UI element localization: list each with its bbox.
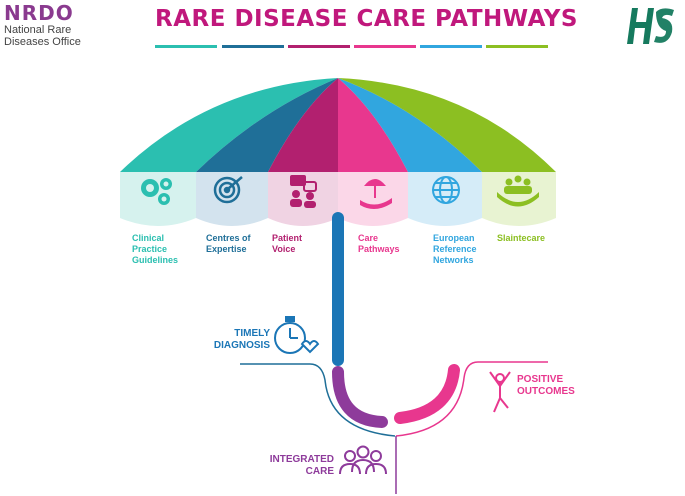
speech-people-icon: [290, 175, 317, 208]
target-icon: [213, 176, 243, 204]
page-title: RARE DISEASE CARE PATHWAYS: [155, 6, 578, 32]
connector-timely: [240, 363, 396, 437]
nrdo-logo: NRDO National Rare Diseases Office: [4, 2, 81, 48]
hands-people-icon: [497, 175, 539, 207]
segment-label-ern: European Reference Networks: [433, 233, 477, 265]
integrated-care-label: INTEGRATED CARE: [269, 454, 334, 477]
segment-label-patient-voice: Patient Voice: [272, 233, 303, 254]
canopy-pink: [338, 78, 408, 172]
underline-green: [486, 45, 548, 48]
underline-pink: [354, 45, 416, 48]
segment-label-centres: Centres of Expertise: [206, 233, 251, 254]
stopwatch-icon: [274, 316, 320, 354]
canopy-blue: [196, 78, 338, 172]
panel-pink: [338, 172, 408, 226]
timely-diagnosis-label: TIMELY DIAGNOSIS: [213, 328, 270, 351]
logo-line-2: Diseases Office: [4, 36, 81, 48]
segment-label-care-pathways: Care Pathways: [358, 233, 400, 254]
underline-teal: [155, 45, 217, 48]
underline-blue: [222, 45, 284, 48]
canopy-sky: [338, 78, 482, 172]
panel-green: [482, 172, 556, 226]
panel-sky: [408, 172, 482, 226]
people-group-icon: [339, 445, 387, 475]
segment-label-clinical: Clinical Practice Guidelines: [132, 233, 179, 265]
canopy-green: [338, 78, 556, 172]
logo-line-1: National Rare: [4, 24, 72, 36]
underline-magenta: [288, 45, 350, 48]
panel-magenta: [268, 172, 338, 226]
panel-blue: [196, 172, 268, 226]
handle-pink: [394, 364, 460, 424]
underline-sky: [420, 45, 482, 48]
umbrella-hand-icon: [360, 179, 392, 210]
positive-outcomes-label: POSITIVE OUTCOMES: [517, 374, 575, 397]
globe-icon: [432, 176, 460, 204]
cheering-person-icon: [489, 371, 511, 413]
logo-mark: NRDO: [4, 1, 74, 25]
canopy-magenta: [268, 78, 338, 172]
gears-icon: [141, 178, 172, 205]
canopy-teal: [120, 78, 338, 172]
segment-label-slaintecare: Slaintecare: [497, 233, 546, 243]
hse-logo: [627, 8, 674, 44]
connector-positive: [395, 361, 548, 437]
handle-purple: [332, 366, 388, 428]
